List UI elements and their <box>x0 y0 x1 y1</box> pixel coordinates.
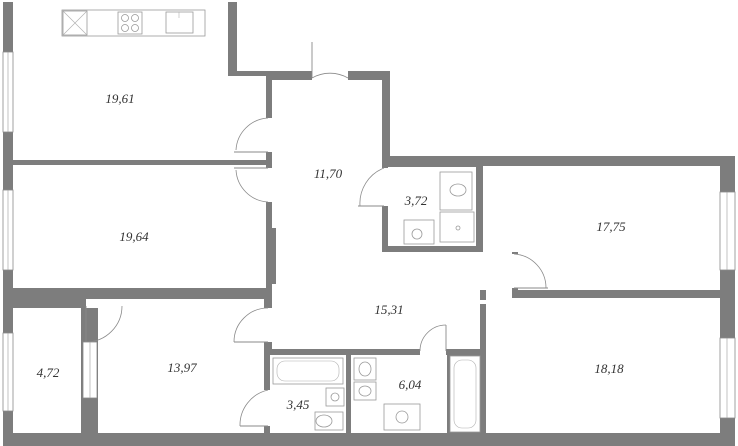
bath-left-fixtures <box>272 357 345 431</box>
partition-baths-mid <box>346 349 351 433</box>
opening-right-top <box>512 254 518 288</box>
area-bath-right: 6,04 <box>399 377 422 392</box>
windows <box>2 51 736 419</box>
opening-hall-top <box>312 71 348 80</box>
floor-room-right-bottom <box>486 298 720 433</box>
floor-corridor-ext <box>382 252 512 294</box>
opening-room2 <box>266 168 272 202</box>
floor-room-right-top <box>483 166 720 290</box>
area-room-mid-left: 19,64 <box>119 229 149 244</box>
floor-room-mid-left <box>13 165 266 288</box>
opening-storage <box>86 299 122 308</box>
kitchen-counter <box>61 9 206 37</box>
partition-storage-top <box>13 299 98 308</box>
area-storage: 4,72 <box>37 365 60 380</box>
opening-wc <box>382 168 388 206</box>
partition-baths-top <box>264 349 480 355</box>
partition-right-rooms <box>512 290 720 298</box>
partition-left-rooms <box>13 160 266 165</box>
area-room-right-top: 17,75 <box>596 219 626 234</box>
area-room-bottom-left: 13,97 <box>167 360 197 375</box>
partition-left-bottom <box>13 292 266 299</box>
wc-small-fixtures <box>403 171 475 245</box>
floor-room-top-left-ext <box>13 2 266 160</box>
door-swings <box>85 42 548 427</box>
area-hall: 11,70 <box>314 166 343 181</box>
opening-right-bottom <box>480 300 486 304</box>
area-room-right-bottom: 18,18 <box>594 361 624 376</box>
area-wc-small: 3,72 <box>404 193 428 208</box>
partition-right-vertical <box>480 290 486 433</box>
area-bath-left: 3,45 <box>286 397 310 412</box>
opening-bottom-left <box>264 308 272 342</box>
partition-hall-notch <box>266 228 276 284</box>
floor-storage <box>13 308 81 433</box>
opening-bath-right <box>420 349 446 355</box>
partition-wc-bottom <box>382 246 483 252</box>
floor-room-bottom-left <box>98 299 264 433</box>
area-corridor: 15,31 <box>374 302 403 317</box>
partition-wc-right <box>476 160 483 252</box>
area-room-top-left: 19,61 <box>105 91 134 106</box>
bath-right-fixtures <box>353 355 481 433</box>
opening-room1 <box>266 118 272 152</box>
opening-bath-left <box>264 390 270 426</box>
